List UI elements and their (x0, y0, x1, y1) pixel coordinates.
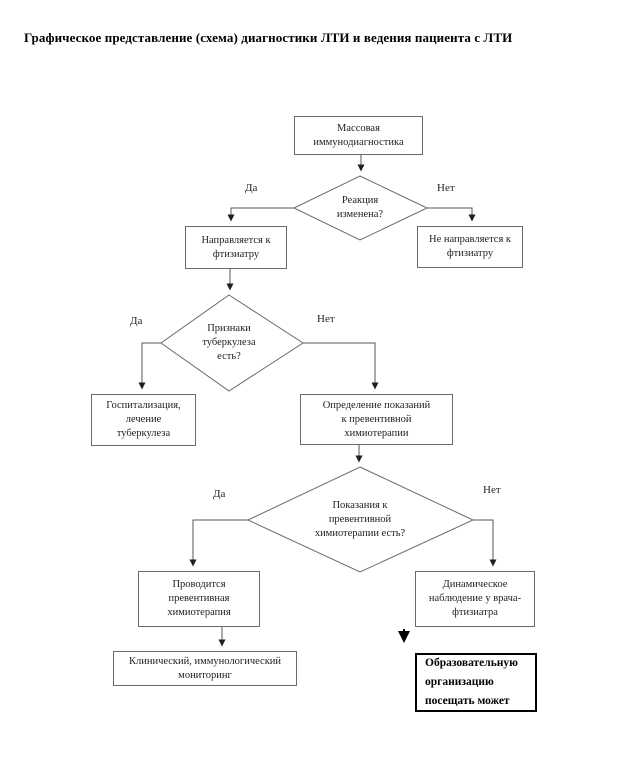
edge-reaction-no-to-not-referred (427, 207, 476, 222)
branch-label-yes-reaction: Да (245, 182, 258, 194)
edge-tb-yes-to-hospitalization (138, 342, 161, 390)
edge-reaction-yes-to-referred (227, 207, 294, 222)
node-preventive-chemotherapy: Проводится превентивная химиотерапия (138, 571, 260, 627)
decision-diamond-reaction-shape (292, 175, 429, 241)
node-not-referred-to-phthisiatrician: Не направляется к фтизиатру (417, 226, 523, 268)
node-mass-immunodiagnostics: Массовая иммунодиагностика (294, 116, 423, 155)
branch-label-yes-tb-signs: Да (130, 315, 143, 327)
decision-diamond-tb-signs-shape (160, 294, 304, 392)
edge-chemo-no-to-observation (473, 519, 497, 567)
node-indications-determination: Определение показаний к превентивной хим… (300, 394, 453, 445)
branch-label-no-chemo: Нет (483, 484, 501, 496)
node-referred-to-phthisiatrician: Направляется к фтизиатру (185, 226, 287, 269)
node-school-attendance-allowed: Образовательную организацию посещать мож… (415, 653, 537, 712)
node-hospitalization: Госпитализация, лечение туберкулеза (91, 394, 196, 446)
branch-label-no-tb-signs: Нет (317, 313, 335, 325)
page-title: Графическое представление (схема) диагно… (24, 30, 513, 45)
edge-tb-no-to-indications (303, 342, 379, 390)
branch-label-no-reaction: Нет (437, 182, 455, 194)
node-clinical-monitoring: Клинический, иммунологический мониторинг (113, 651, 297, 686)
edge-chemo-yes-to-preventive (189, 519, 248, 567)
decision-diamond-chemo-indications-shape (246, 466, 475, 573)
node-dynamic-observation: Динамическое наблюдение у врача- фтизиат… (415, 571, 535, 627)
branch-label-yes-chemo: Да (213, 488, 226, 500)
